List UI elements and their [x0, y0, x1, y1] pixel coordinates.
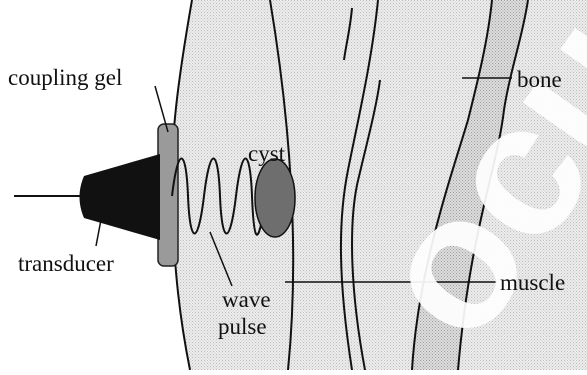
coupling-gel-layer [158, 124, 178, 266]
cyst-label: cyst [248, 142, 285, 165]
transducer-label: transducer [18, 252, 114, 275]
bone-label: bone [517, 68, 562, 91]
wave-label: wave [222, 288, 271, 311]
transducer-body [80, 154, 161, 240]
cyst-shape [255, 159, 295, 237]
coupling-gel-label: coupling gel [8, 66, 122, 89]
pulse-label: pulse [218, 315, 267, 338]
muscle-label: muscle [500, 271, 565, 294]
